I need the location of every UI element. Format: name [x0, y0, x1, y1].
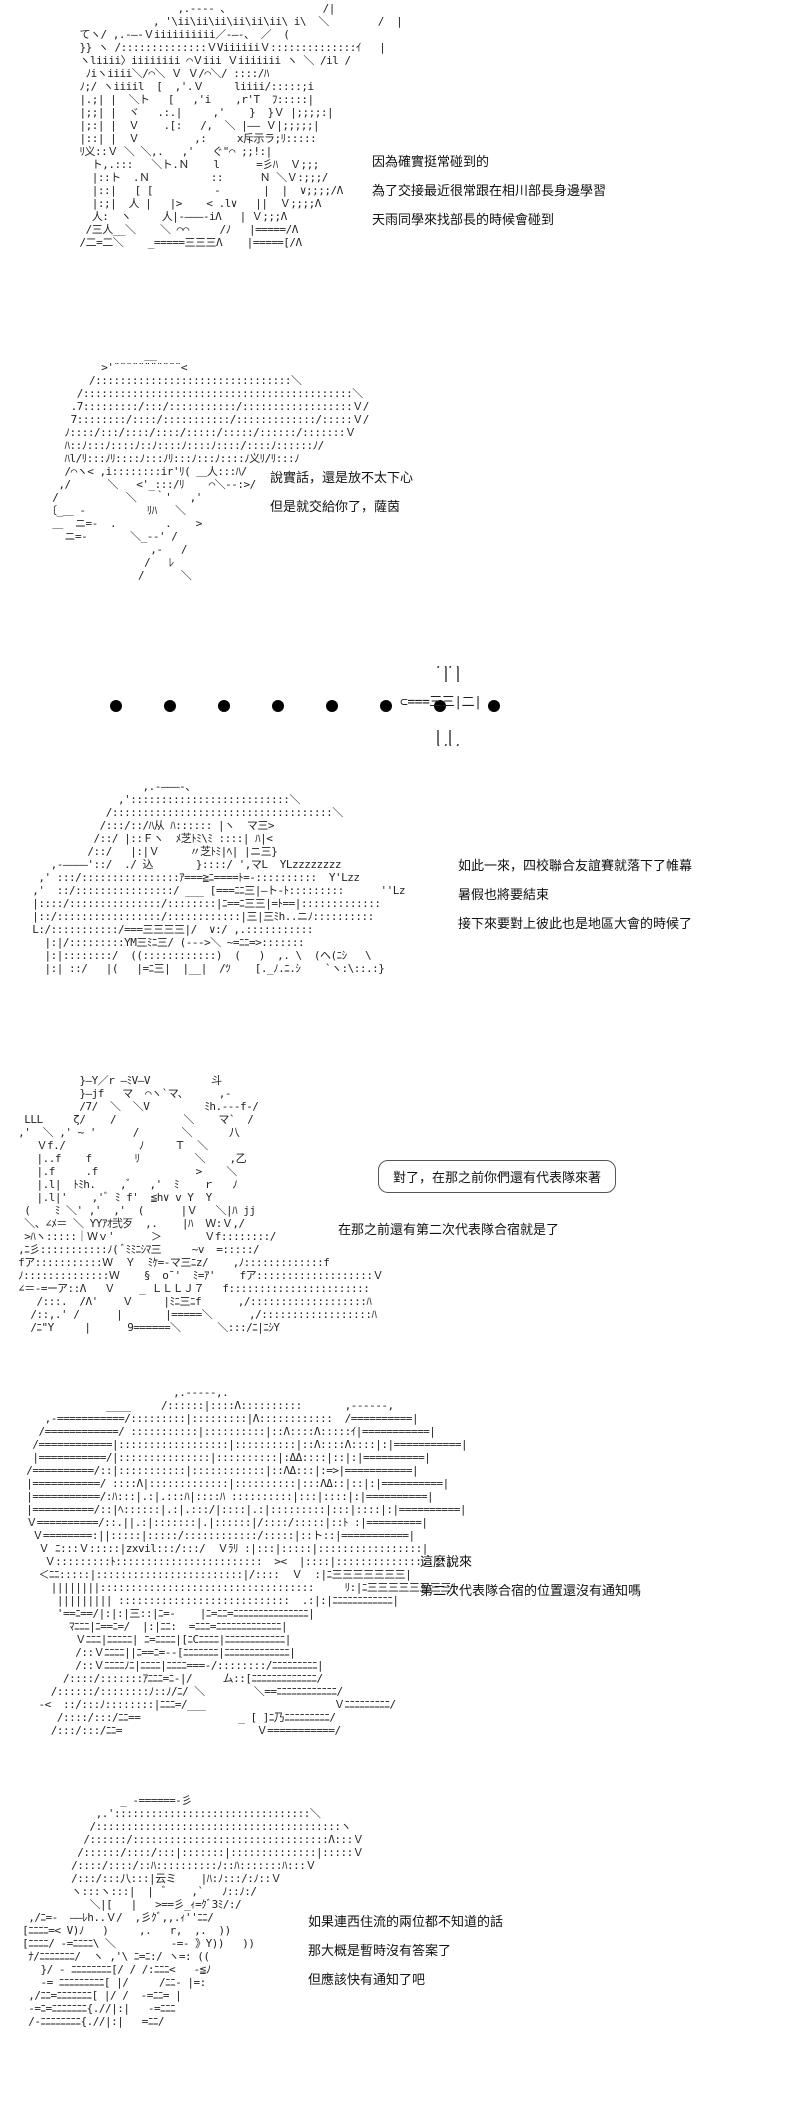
ascii-art-figure: ,.-----,. ____ /::::::|::::Λ:::::::::: ,…	[26, 1386, 468, 1737]
dialog-line: 接下來要對上彼此也是地區大會的時候了	[458, 917, 693, 932]
panel-5: }―Υ／r ―ﾐV―V 斗 }―jf マ ⌒ヽ`マ、 ,- /7/ ＼ ＼V ﾐ…	[0, 1070, 800, 1370]
dot-icon	[488, 700, 500, 712]
dot-icon	[164, 700, 176, 712]
dot-icon	[326, 700, 338, 712]
speech-bubble: 對了，在那之前你們還有代表隊來著	[378, 1160, 617, 1193]
panel-3: ⊂===三三|二|	[0, 650, 800, 746]
dot-icon	[218, 700, 230, 712]
ascii-art-figure: _ -======-彡 ,.':::::::::::::::::::::::::…	[22, 1794, 364, 2028]
dialog-line: 第二次代表隊合宿的位置還沒有通知嗎	[420, 1584, 642, 1599]
dot-icon	[272, 700, 284, 712]
dialog-text: 因為確實挺常碰到的 為了交接最近很常跟在相川部長身邊學習 天雨同學來找部長的時候…	[372, 148, 606, 235]
panel-6: ,.-----,. ____ /::::::|::::Λ:::::::::: ,…	[0, 1380, 800, 1780]
dialog-line: 為了交接最近很常跟在相川部長身邊學習	[372, 184, 607, 199]
dialog-line: 但是就交給你了，薩茵	[270, 500, 401, 515]
dialog-line: 但應該快有通知了吧	[308, 1973, 426, 1988]
dialog-text: 如此一來，四校聯合友誼賽就落下了帷幕 暑假也將要結束 接下來要對上彼此也是地區大…	[458, 852, 692, 939]
dot-icon	[380, 700, 392, 712]
ascii-art-figure: }―Υ／r ―ﾐV―V 斗 }―jf マ ⌒ヽ`マ、 ,- /7/ ＼ ＼V ﾐ…	[18, 1074, 383, 1334]
dialog-line: 如此一來，四校聯合友誼賽就落下了帷幕	[458, 859, 693, 874]
dialog-text: 這麼說來 第二次代表隊合宿的位置還沒有通知嗎	[420, 1548, 641, 1606]
dialog-text: 在那之前還有第二次代表隊合宿就是了	[338, 1216, 559, 1245]
sword-hilt-icon	[437, 666, 459, 746]
dialog-line: 天雨同學來找部長的時候會碰到	[372, 213, 555, 228]
dialog-text: 如果連西住流的兩位都不知道的話 那大概是暫時沒有答案了 但應該快有通知了吧	[308, 1908, 503, 1995]
dot-icon	[434, 700, 446, 712]
ascii-art-figure: ,.-―――-、 ,'::::::::::::::::::::::::::＼ /…	[32, 780, 405, 975]
dialog-line: 這麼說來	[420, 1555, 473, 1570]
ellipsis-dots	[110, 700, 500, 712]
dialog-text: 說實話，還是放不太下心 但是就交給你了，薩茵	[270, 464, 413, 522]
panel-7: _ -======-彡 ,.':::::::::::::::::::::::::…	[0, 1790, 800, 2100]
dialog-line: 如果連西住流的兩位都不知道的話	[308, 1915, 504, 1930]
dot-icon	[110, 700, 122, 712]
sword-ascii: ⊂===三三|二|	[400, 695, 482, 710]
panel-4: ,.-―――-、 ,'::::::::::::::::::::::::::＼ /…	[0, 770, 800, 1060]
panel-1: ,.---- 、 /| , '\ii\ii\ii\ii\ii\ii\ i\ ＼ …	[0, 0, 800, 330]
dialog-line: 在那之前還有第二次代表隊合宿就是了	[338, 1223, 560, 1238]
ascii-art-figure: ,.---- 、 /| , '\ii\ii\ii\ii\ii\ii\ i\ ＼ …	[79, 2, 403, 249]
ascii-art-figure: __ >'¨¨¨¨¨¨¨¨¨¨¨< /:::::::::::::::::::::…	[46, 348, 369, 582]
dialog-line: 暑假也將要結束	[458, 888, 550, 903]
dialog-line: 那大概是暫時沒有答案了	[308, 1944, 452, 1959]
dialog-line: 說實話，還是放不太下心	[270, 471, 414, 486]
panel-2: __ >'¨¨¨¨¨¨¨¨¨¨¨< /:::::::::::::::::::::…	[0, 340, 800, 630]
dialog-line: 因為確實挺常碰到的	[372, 155, 490, 170]
